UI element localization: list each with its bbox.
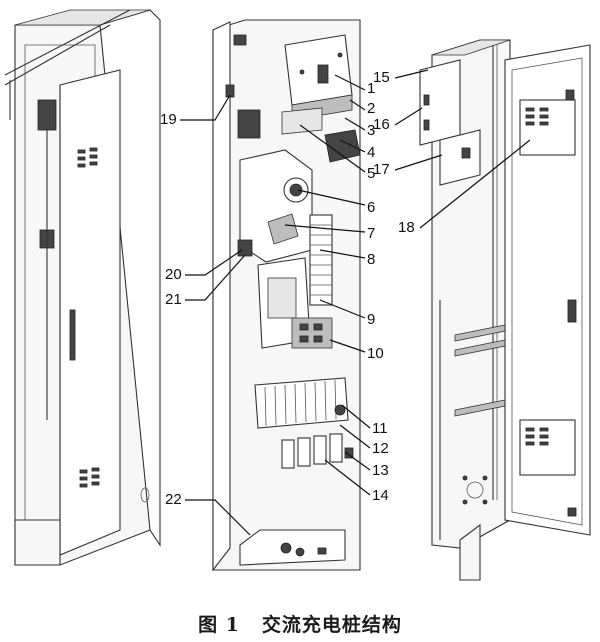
- inner-device: [37, 99, 57, 131]
- callout-19: 19: [160, 111, 177, 128]
- open-door-cabinet: [419, 39, 591, 581]
- callout-13: 13: [372, 462, 389, 479]
- breaker-rail: [254, 377, 349, 429]
- charging-pile-structure-diagram: 1 2 3 4 5 6 7 8 9 10 11 12 13 14 15 16 1…: [4, 9, 591, 581]
- callout-18: 18: [398, 219, 415, 236]
- callout-10: 10: [367, 345, 384, 362]
- cabinet-door: [59, 69, 121, 556]
- callout-6: 6: [367, 199, 375, 216]
- callout-4: 4: [367, 144, 375, 161]
- callout-17: 17: [373, 161, 390, 178]
- terminal-sockets: [281, 433, 354, 469]
- callout-3: 3: [367, 122, 375, 139]
- open-door-panel: [504, 44, 591, 536]
- callout-8: 8: [367, 251, 375, 268]
- cabinet-base: [239, 529, 346, 566]
- callout-22: 22: [165, 491, 182, 508]
- callout-12: 12: [372, 440, 389, 457]
- callout-1: 1: [367, 80, 375, 97]
- door-handle: [69, 309, 76, 361]
- figure-caption: 图 1 交流充电桩结构: [0, 610, 600, 637]
- interior-cabinet: [212, 19, 361, 572]
- callout-7: 7: [367, 225, 375, 242]
- wire-trough: [309, 214, 333, 306]
- callout-11: 11: [372, 420, 388, 437]
- leader-lines: [180, 69, 531, 536]
- callout-21: 21: [165, 291, 182, 308]
- contactor-module: [257, 257, 333, 349]
- door-vent-bottom: [79, 467, 100, 488]
- callout-labels: 1 2 3 4 5 6 7 8 9 10 11 12 13 14 15 16 1…: [160, 69, 415, 508]
- callout-2: 2: [367, 100, 375, 117]
- figure-title: 交流充电桩结构: [261, 614, 402, 636]
- callout-15: 15: [373, 69, 390, 86]
- meter-module: [237, 34, 361, 163]
- figure-number: 图 1: [198, 614, 240, 636]
- exterior-cabinet: [4, 9, 161, 566]
- callout-16: 16: [373, 116, 390, 133]
- keyhole: [140, 487, 150, 503]
- callout-14: 14: [372, 487, 389, 504]
- callout-5: 5: [367, 165, 375, 182]
- cabinet-top: [14, 9, 151, 26]
- interior-side-wall: [212, 21, 231, 572]
- callout-9: 9: [367, 311, 375, 328]
- controller-box: [239, 149, 313, 263]
- door-vent-top: [77, 147, 98, 168]
- callout-20: 20: [165, 266, 182, 283]
